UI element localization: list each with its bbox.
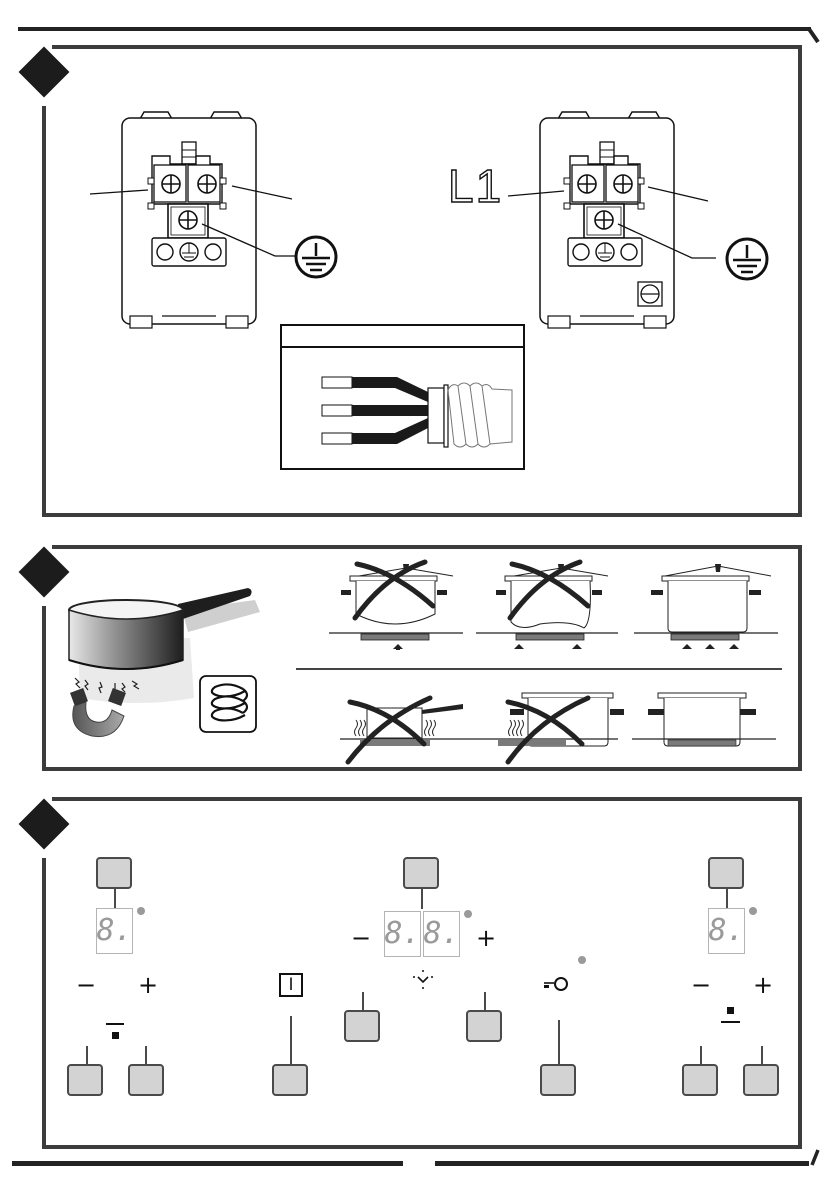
pot-matches-zone-correct [632,693,776,746]
pot-convex-base-incorrect [329,562,463,650]
left-zone-led [137,907,145,915]
display-digit: 8. [708,916,744,946]
pot-flat-base-correct [634,564,778,649]
bottom-rule-left [12,1161,403,1166]
timer-minus-icon: − [351,926,371,950]
display-digit: 8. [384,919,420,949]
left-zone-select-key[interactable] [96,857,132,889]
top-rule-right [393,27,811,31]
key-lead [761,1046,763,1066]
screw-icon [179,211,197,229]
timer-display-tens: 8. [384,911,421,957]
screw-icon [595,211,613,229]
display-digit: 8. [423,919,459,949]
screw-icon [162,175,180,193]
left-zone-plus-key[interactable] [128,1064,164,1096]
key-lead [290,1016,292,1066]
timer-select-key[interactable] [403,857,439,889]
top-rule-corner [808,27,838,47]
cookware-row-2 [340,690,780,766]
power-icon: I [279,973,303,997]
terminal-block-left [90,108,350,333]
lock-key[interactable] [540,1064,576,1096]
zone-front-indicator-icon [720,1006,742,1028]
key-lead [421,889,423,909]
phase-label-l1: L1 [448,163,503,209]
terminal-block-right [508,108,768,333]
bottom-rule-right [435,1161,809,1166]
induction-coil-icon [199,675,257,733]
pot-concave-base-incorrect [476,562,618,649]
timer-minus-key[interactable] [344,1010,380,1042]
protective-earth-icon [293,234,339,280]
timer-icon [410,967,436,993]
right-zone-plus-key[interactable] [743,1064,779,1096]
power-symbol: I [288,975,293,995]
bottom-rule-corner [804,1148,824,1168]
key-lead [362,992,364,1012]
left-zone-display: 8. [96,908,133,954]
lock-led [578,956,586,964]
plus-icon: + [138,973,158,997]
row-divider [296,668,782,670]
screw-icon [578,175,596,193]
pot-offset-from-zone-incorrect [468,693,624,762]
wire-icon [322,377,428,444]
cookware-row-1 [335,562,785,648]
protective-earth-icon [724,236,770,282]
zone-rear-indicator-icon [105,1022,127,1042]
cable-detail [280,324,526,472]
right-zone-minus-key[interactable] [682,1064,718,1096]
display-digit: 8. [96,916,132,946]
left-zone-minus-key[interactable] [67,1064,103,1096]
right-zone-display: 8. [708,908,745,954]
minus-icon: − [691,973,711,997]
screw-icon [614,175,632,193]
right-zone-led [749,907,757,915]
key-lead [484,992,486,1012]
pot-small-on-large-zone-incorrect [340,698,468,762]
key-lead [700,1046,702,1066]
screw-icon [198,175,216,193]
key-lead [114,889,116,909]
timer-plus-key[interactable] [466,1010,502,1042]
key-lead [86,1046,88,1066]
key-lead [145,1046,147,1066]
plus-icon: + [753,973,773,997]
top-rule [18,27,393,31]
lock-key-icon [543,976,573,992]
timer-display-units: 8. [423,911,460,957]
key-lead [726,889,728,909]
minus-icon: − [76,973,96,997]
power-key[interactable] [272,1064,308,1096]
timer-plus-icon: + [476,926,496,950]
key-lead [558,1020,560,1066]
timer-led [464,910,472,918]
right-zone-select-key[interactable] [708,857,744,889]
fuse-terminal-icon [638,282,662,306]
